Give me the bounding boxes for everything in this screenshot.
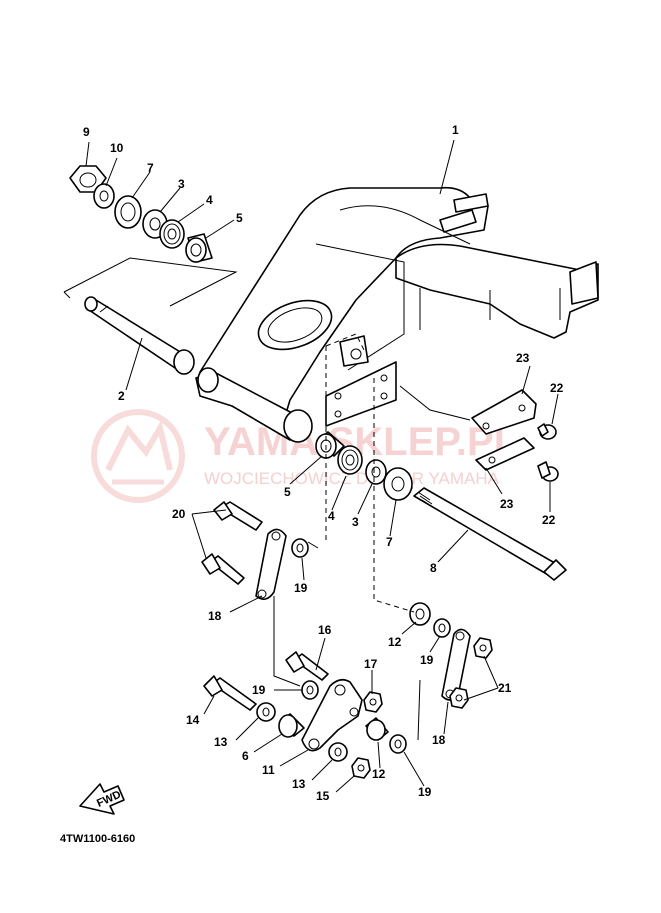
label-part-20: 20	[172, 507, 186, 521]
part-2-pivot-shaft	[84, 296, 195, 375]
label-part-7-upper: 7	[147, 161, 154, 175]
label-part-23-upper: 23	[516, 351, 530, 365]
part-18-link-left	[255, 528, 287, 600]
part-19-collar-c	[301, 680, 319, 700]
label-part-4-lower: 4	[328, 509, 335, 523]
label-part-13-a: 13	[214, 735, 228, 749]
part-15-nut	[351, 757, 371, 779]
label-part-5-lower: 5	[284, 485, 291, 499]
part-7-collar-right	[383, 467, 413, 501]
swingarm	[195, 186, 599, 443]
label-part-7-lower: 7	[386, 535, 393, 549]
part-21-nut-a	[473, 637, 493, 659]
part-16-bolt	[285, 651, 329, 681]
part-4-seal	[159, 219, 185, 249]
label-part-18-right: 18	[432, 733, 446, 747]
label-part-16: 16	[318, 623, 332, 637]
label-part-13-b: 13	[292, 777, 306, 791]
label-part-22-lower: 22	[542, 513, 556, 527]
part-13-collar-a	[256, 702, 276, 722]
label-part-3-upper: 3	[178, 177, 185, 191]
label-part-19-d: 19	[418, 785, 432, 799]
fwd-arrow-icon: FWD	[79, 783, 125, 815]
label-part-10: 10	[110, 141, 124, 155]
label-part-19-c: 19	[252, 683, 266, 697]
label-part-23-lower: 23	[500, 497, 514, 511]
part-19-collar-b	[433, 618, 451, 638]
part-labels: 1 9 10 7 3 4 5 2 5 4 3 7 8 23 23 22 22 2…	[83, 123, 564, 803]
part-10-washer	[93, 183, 115, 209]
part-3-washer-right	[365, 459, 387, 485]
label-part-18-left: 18	[208, 609, 222, 623]
label-part-1: 1	[452, 123, 459, 137]
part-22-bolt-lower	[537, 461, 559, 482]
part-12-bush-a	[409, 602, 431, 626]
label-part-3-lower: 3	[352, 515, 359, 529]
part-4-seal-right	[337, 445, 363, 475]
label-part-11: 11	[262, 763, 275, 777]
watermark-subtitle: WOJCIECHOWICZ DEALER YAMAHA	[204, 469, 500, 488]
label-part-17: 17	[364, 657, 378, 671]
part-17-nut	[363, 691, 383, 713]
label-part-22-upper: 22	[550, 381, 564, 395]
catalog-code: 4TW1100-6160	[60, 833, 135, 845]
label-part-2: 2	[118, 389, 125, 403]
part-12-bush-b	[365, 717, 389, 741]
part-5-bearing	[185, 233, 213, 263]
label-part-5-upper: 5	[236, 211, 243, 225]
label-part-12-a: 12	[388, 635, 402, 649]
part-22-bolt-upper	[537, 423, 557, 440]
part-14-bolt	[203, 675, 257, 711]
label-part-4-upper: 4	[206, 193, 213, 207]
label-part-6: 6	[242, 749, 249, 763]
watermark-logo-icon	[91, 409, 185, 503]
part-8-shaft	[413, 487, 567, 581]
label-part-14: 14	[186, 713, 200, 727]
leader-lines	[85, 139, 559, 793]
part-19-collar-d	[389, 734, 407, 754]
part-7-collar	[114, 195, 142, 229]
label-part-12-b: 12	[372, 767, 386, 781]
part-23-upper-guard	[471, 389, 537, 435]
label-part-19-b: 19	[420, 653, 434, 667]
part-13-collar-b	[328, 742, 348, 762]
label-part-9: 9	[83, 125, 90, 139]
part-9-nut	[69, 165, 107, 193]
label-part-15: 15	[316, 789, 330, 803]
part-11-relay-arm	[301, 678, 363, 752]
part-20-bolt-upper	[213, 501, 263, 531]
part-19-collar-a	[291, 538, 309, 558]
part-20-bolt-lower	[201, 553, 245, 585]
part-23-lower-guard	[475, 437, 535, 471]
label-part-8: 8	[430, 561, 437, 575]
label-part-19-a: 19	[294, 581, 308, 595]
label-part-21: 21	[498, 681, 512, 695]
part-6-bearing	[278, 713, 305, 738]
part-21-nut-b	[449, 687, 469, 709]
